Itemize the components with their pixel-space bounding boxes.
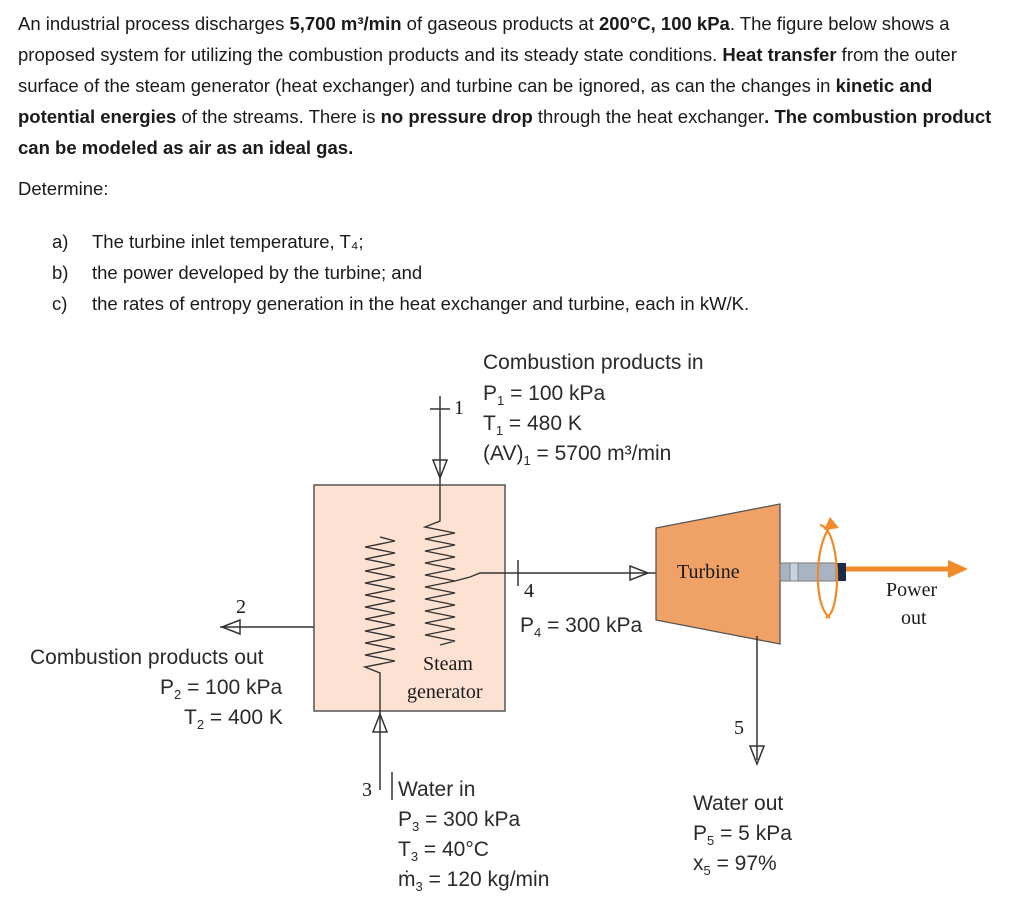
- problem-text: of gaseous products at: [401, 13, 600, 34]
- water-out-quality: x5 = 97%: [693, 852, 777, 878]
- steam-generator-box: [313, 484, 506, 712]
- question-text: the rates of entropy generation in the h…: [92, 293, 750, 314]
- water-in-pressure: P3 = 300 kPa: [398, 808, 521, 834]
- problem-text: . The figure below shows a proposed syst…: [18, 13, 950, 65]
- water-in-temperature: T3 = 40°C: [398, 838, 489, 864]
- coil-left: [362, 536, 396, 712]
- inlet-title: Combustion products in: [483, 351, 704, 374]
- flow-arrow-icon: [371, 711, 389, 733]
- state-3-label: 3: [362, 779, 372, 801]
- problem-text: through the heat exchanger: [532, 106, 765, 127]
- question-item: c) the rates of entropy generation in th…: [52, 288, 749, 319]
- turbine-label: Turbine: [677, 561, 740, 583]
- shaft-coupling: [789, 562, 799, 582]
- state-4-label: 4: [524, 580, 534, 602]
- coil-outlet: [454, 572, 505, 582]
- flow-arrow-icon: [431, 459, 449, 481]
- pressure-drop-text: no pressure drop: [380, 106, 533, 127]
- water-out-pressure: P5 = 5 kPa: [693, 822, 792, 848]
- shaft-end: [836, 563, 846, 581]
- rotation-arrowhead-icon: [824, 517, 839, 530]
- generator-label: generator: [407, 681, 483, 703]
- turbine-body: [655, 503, 781, 645]
- flow-arrow-icon: [629, 564, 651, 582]
- water-in-title: Water in: [398, 778, 475, 801]
- question-text: the power developed by the turbine; and: [92, 262, 423, 283]
- question-item: a) The turbine inlet temperature, T₄;: [52, 226, 749, 257]
- water-out-title: Water out: [693, 792, 783, 815]
- flow-arrow-icon: [219, 618, 241, 636]
- power-label: Power: [886, 579, 937, 601]
- problem-statement: An industrial process discharges 5,700 m…: [18, 8, 1013, 163]
- outlet-pressure: P2 = 100 kPa: [160, 676, 283, 702]
- state-4-pressure: P4 = 300 kPa: [520, 614, 643, 640]
- question-letter: b): [52, 262, 69, 283]
- determine-label: Determine:: [18, 178, 109, 199]
- question-letter: c): [52, 293, 68, 314]
- heat-transfer-text: Heat transfer: [722, 44, 837, 65]
- inlet-temperature: T1 = 480 K: [483, 412, 582, 438]
- power-out-label: out: [901, 607, 927, 629]
- problem-text: An industrial process discharges: [18, 13, 290, 34]
- inlet-pressure: P1 = 100 kPa: [483, 382, 606, 408]
- question-text: The turbine inlet temperature, T₄;: [92, 231, 364, 252]
- question-list: a) The turbine inlet temperature, T₄; b)…: [52, 226, 749, 319]
- inlet-state-text: 200°C, 100 kPa: [599, 13, 730, 34]
- flow-rate-text: 5,700 m³/min: [289, 13, 402, 34]
- problem-text: of the streams. There is: [176, 106, 381, 127]
- water-in-mass-flow: ṁ3 = 120 kg/min: [398, 868, 549, 894]
- ideal-gas-text: . The combustion product can be modeled …: [18, 106, 992, 158]
- outlet-title: Combustion products out: [30, 646, 264, 669]
- state-5-label: 5: [734, 717, 744, 739]
- steam-label: Steam: [423, 653, 473, 675]
- question-item: b) the power developed by the turbine; a…: [52, 257, 749, 288]
- state-2-label: 2: [236, 596, 246, 618]
- power-arrowhead-icon: [948, 560, 968, 578]
- turbine-shaft: [779, 562, 837, 582]
- energies-text: kinetic and potential energies: [18, 75, 933, 127]
- question-letter: a): [52, 231, 69, 252]
- flow-arrow-icon: [748, 745, 766, 767]
- problem-text: from the outer surface of the steam gene…: [18, 44, 957, 96]
- outlet-temperature: T2 = 400 K: [184, 706, 283, 732]
- inlet-volume-flow: (AV)1 = 5700 m³/min: [483, 442, 671, 468]
- state-1-label: 1: [454, 397, 464, 419]
